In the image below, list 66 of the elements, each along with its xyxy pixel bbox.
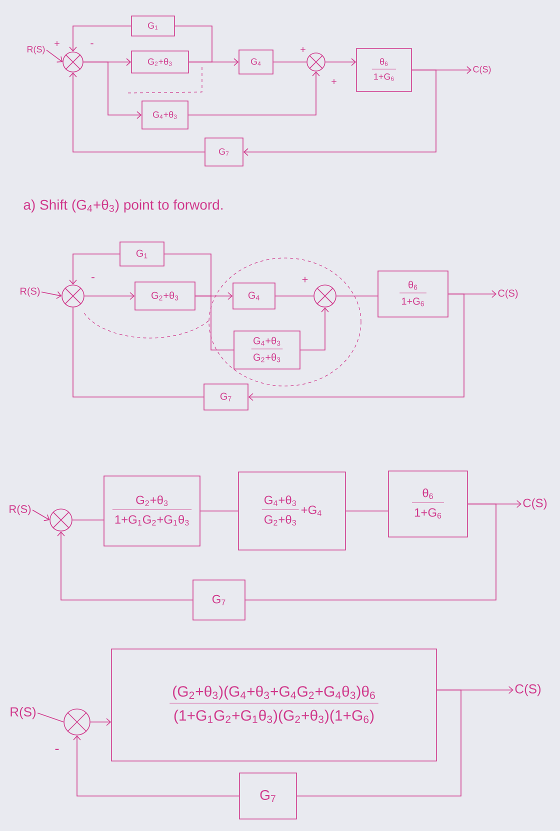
transfer-function-box: G$_{7}$ (204, 138, 244, 166)
signal-arrow (90, 718, 112, 726)
signal-arrow (46, 50, 63, 62)
signal-arrow (188, 58, 239, 66)
signal-line (174, 26, 212, 62)
signal-arrow (73, 735, 240, 796)
summing-junction (64, 708, 90, 736)
signal-arrow (83, 62, 142, 119)
signal-line (296, 690, 462, 796)
signal-label: C(S) (515, 684, 541, 696)
summing-junction (306, 52, 326, 72)
signal-line (195, 296, 234, 350)
transfer-function-box: G$_{7}$ (192, 580, 246, 620)
signal-line (200, 510, 238, 512)
signal-arrow (41, 291, 62, 299)
transfer-function-box: G$_{2}$+θ$_{3}$ 1+G$_{1}$G$_{2}$+G$_{1}$θ$_{3}$ (104, 476, 200, 546)
transfer-function-box: θ$_{6}$ 1+G$_{6}$ (388, 470, 468, 538)
sign-label: - (92, 277, 94, 278)
signal-arrow (84, 292, 135, 300)
summing-junction (314, 284, 336, 308)
transfer-function-box: G$_{4}$ (238, 50, 274, 74)
summing-junction (50, 508, 72, 532)
sign-label: + (332, 79, 336, 84)
transfer-function-box: (G$_{2}$+θ$_{3}$)(G$_{4}$+θ$_{3}$+G$_{4}$G$_{2}$+G$_{4}$θ$_{3}$)θ$_{6}$ (1+G$_{1}$G$_{2}$+G$_{1}$θ$_{3}$)(G$_{2}$+θ$_{3}$)(1+G$_{6}$) (111, 648, 437, 762)
signal-label: C(S) (473, 66, 491, 74)
signal-arrow (32, 510, 50, 522)
signal-line (245, 504, 496, 600)
signal-label: R(S) (10, 504, 31, 516)
summing-junction (62, 284, 84, 308)
transfer-function-box: G$_{7}$ (204, 384, 248, 410)
signal-arrow (248, 294, 464, 401)
transfer-function-box: G$_{1}$ (120, 242, 164, 266)
transfer-function-box: θ$_{6}$ 1+G$_{6}$ (378, 270, 448, 318)
signal-label: R(S) (10, 706, 36, 720)
signal-arrow (243, 70, 436, 156)
transfer-function-box: G$_{2}$+θ$_{3}$ (131, 50, 189, 74)
transfer-function-box: G$_{7}$ (239, 772, 297, 820)
signal-label: R(S) (20, 287, 40, 297)
signal-line (346, 510, 388, 512)
signal-arrow (325, 58, 356, 66)
signal-arrow (69, 254, 120, 285)
signal-line (164, 254, 212, 296)
sign-label: + (302, 276, 308, 282)
sign-label: + (300, 47, 306, 52)
signal-arrow (188, 71, 320, 116)
transfer-function-box: G$_{4}$+θ$_{3}$ (142, 100, 188, 130)
signal-label: C(S) (498, 289, 518, 299)
transfer-function-box: G$_{1}$ (131, 16, 175, 36)
transfer-function-box: G$_{4}$+θ$_{3}$ G$_{2}$+θ$_{3}$ (234, 330, 300, 370)
transfer-function-box: G$_{2}$+θ$_{3}$ (134, 282, 196, 310)
signal-arrow (300, 307, 329, 350)
signal-label: C(S) (523, 498, 547, 510)
sign-label: + (54, 41, 60, 46)
transfer-function-box: G$_{4}$+θ$_{3}$ G$_{2}$+θ$_{3}$ +G$_{4}$ (238, 472, 346, 550)
signal-line (72, 307, 204, 398)
summing-junction (62, 52, 84, 72)
transfer-function-box: θ$_{6}$ 1+G$_{6}$ (356, 48, 412, 92)
signal-arrow (69, 26, 132, 52)
sign-label: - (90, 43, 94, 44)
signal-arrow (69, 72, 205, 152)
transfer-function-box: G$_{4}$ (232, 282, 276, 310)
sign-label: - (55, 748, 59, 750)
heading-text: a) Shift (G$_{4}$+θ$_{3}$) point to forword. (24, 199, 222, 213)
signal-label: R(S) (28, 46, 45, 54)
signal-arrow (57, 531, 193, 600)
signal-line (37, 712, 64, 722)
